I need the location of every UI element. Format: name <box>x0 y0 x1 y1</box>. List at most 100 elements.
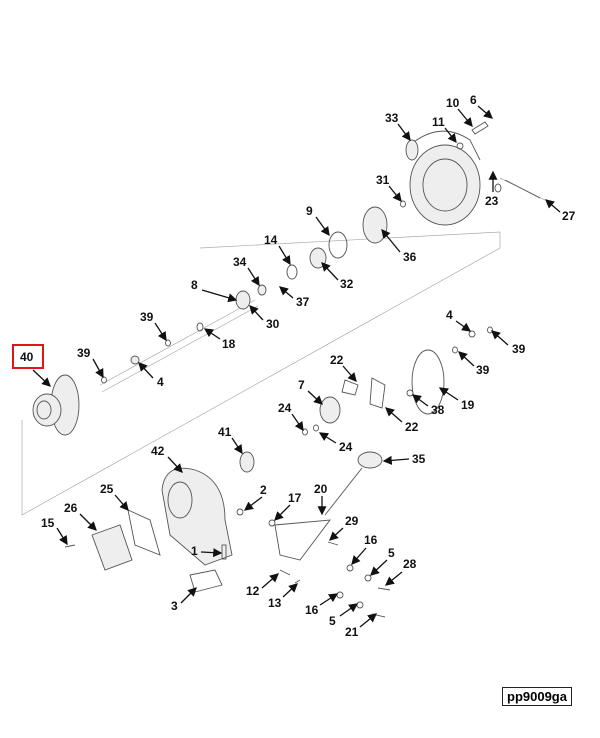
callout-label: 3 <box>171 599 178 613</box>
leader-arrow <box>321 262 339 281</box>
leader-arrow <box>477 105 493 119</box>
callout-label: 39 <box>140 310 154 324</box>
leader-arrow <box>138 362 154 379</box>
leader-arrow <box>458 351 475 367</box>
callout-label: 8 <box>191 278 198 292</box>
leader-arrow <box>319 593 339 606</box>
callout-label: 22 <box>330 353 344 367</box>
leader-arrow <box>385 407 403 423</box>
leader-arrow <box>32 369 51 387</box>
leader-arrow <box>318 432 337 444</box>
callout-18: 18 <box>203 328 236 351</box>
highlight-box <box>12 344 44 369</box>
compressor-housing <box>405 130 481 226</box>
leader-arrow <box>307 390 323 405</box>
leader-arrow <box>381 228 401 253</box>
leader-arrow <box>397 123 411 142</box>
leader-arrow <box>154 322 167 342</box>
callout-35: 35 <box>382 452 426 466</box>
callout-label: 18 <box>222 337 236 351</box>
reference-code: pp9009ga <box>502 687 572 706</box>
callout-label: 39 <box>512 342 526 356</box>
leader-arrow <box>243 496 263 511</box>
callout-22: 22 <box>330 353 357 382</box>
leader-arrow <box>247 267 260 287</box>
callout-19: 19 <box>438 387 475 412</box>
callout-16: 16 <box>305 593 339 617</box>
parts <box>32 121 541 618</box>
callout-39: 39 <box>491 330 526 356</box>
leader-arrow <box>370 559 388 576</box>
leader-arrow <box>201 289 238 303</box>
callout-label: 32 <box>340 277 354 291</box>
leader-arrow <box>359 613 378 628</box>
leader-arrow <box>56 527 68 546</box>
callout-5: 5 <box>329 603 359 628</box>
callout-7: 7 <box>298 378 323 405</box>
callout-8: 8 <box>191 278 238 303</box>
callout-label: 14 <box>264 233 278 247</box>
callout-label: 42 <box>151 444 165 458</box>
leader-arrow <box>411 394 429 407</box>
callout-label: 9 <box>306 204 313 218</box>
callout-label: 28 <box>403 557 417 571</box>
leader-arrow <box>279 286 294 299</box>
callout-34: 34 <box>233 255 260 287</box>
leader-arrow <box>457 108 473 128</box>
callout-label: 6 <box>470 93 477 107</box>
callout-label: 25 <box>100 482 114 496</box>
v-band-clamp <box>411 349 445 415</box>
callout-label: 35 <box>412 452 426 466</box>
callout-22: 22 <box>385 407 419 434</box>
leader-arrow <box>180 587 197 604</box>
callout-33: 33 <box>385 111 411 142</box>
callout-9: 9 <box>306 204 330 237</box>
callout-21: 21 <box>345 613 378 639</box>
callout-15: 15 <box>41 516 68 546</box>
cartridge-assembly <box>32 374 80 436</box>
callout-label: 17 <box>288 491 302 505</box>
leader-arrow <box>329 527 344 541</box>
leader-arrow <box>384 571 403 586</box>
callout-41: 41 <box>218 425 243 455</box>
callout-4: 4 <box>446 308 472 332</box>
compressor-wheel <box>362 206 388 244</box>
leader-arrow <box>438 387 459 401</box>
callout-14: 14 <box>264 233 291 266</box>
callout-37: 37 <box>279 286 310 309</box>
leader-arrow <box>291 413 304 432</box>
callout-39: 39 <box>458 351 490 377</box>
callout-24: 24 <box>318 432 353 454</box>
callout-label: 4 <box>446 308 453 322</box>
leader-arrow <box>444 127 457 144</box>
callout-39: 39 <box>77 346 104 379</box>
callout-label: 39 <box>77 346 91 360</box>
callout-label: 21 <box>345 625 359 639</box>
wastegate-actuator <box>274 451 383 561</box>
leader-arrow <box>339 603 359 617</box>
callout-label: 15 <box>41 516 55 530</box>
callout-10: 10 <box>446 96 473 128</box>
callout-label: 12 <box>246 584 260 598</box>
callout-label: 11 <box>432 115 445 129</box>
heat-shield <box>319 396 341 424</box>
leader-arrow <box>282 583 298 598</box>
leader-arrow <box>455 320 472 332</box>
callout-20: 20 <box>314 482 328 516</box>
leader-arrow <box>167 456 183 473</box>
leader-arrow <box>545 199 561 213</box>
snap-ring <box>328 231 348 259</box>
callout-label: 10 <box>446 96 460 110</box>
gasket-3 <box>189 569 223 593</box>
callout-label: 39 <box>476 363 490 377</box>
leader-arrow <box>249 305 264 321</box>
callout-5: 5 <box>370 546 395 576</box>
callout-label: 33 <box>385 111 399 125</box>
callout-label: 38 <box>431 403 445 417</box>
callouts: 6101133232731936143432378303918394404392… <box>20 93 576 639</box>
callout-label: 37 <box>296 295 310 309</box>
callout-23: 23 <box>485 170 499 208</box>
leader-arrow <box>200 548 223 558</box>
callout-label: 20 <box>314 482 328 496</box>
callout-38: 38 <box>411 394 445 417</box>
